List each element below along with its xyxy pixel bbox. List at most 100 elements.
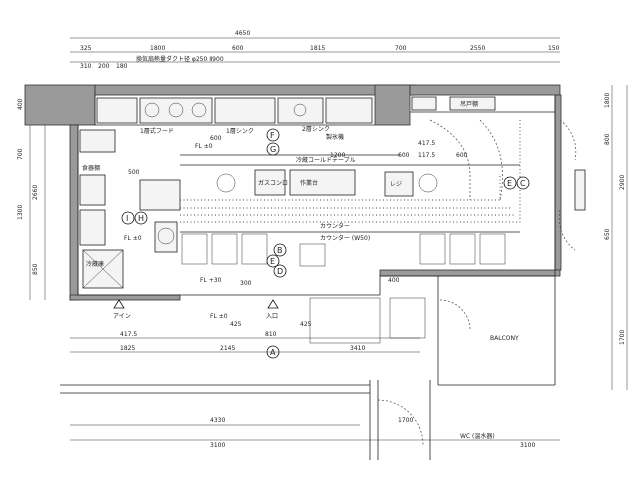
counter-area: 冷蔵コールドテーブル 作業台 ガスコンロ レジ カウンター カウンター (W50… xyxy=(180,119,521,320)
label-rack: 食器棚 xyxy=(82,164,100,172)
label-cabinet: 吊戸棚 xyxy=(460,100,478,108)
sink-round-2-icon xyxy=(216,173,236,193)
dim-bottom-1: 417.5 xyxy=(120,331,137,338)
dim-right-2: 800 xyxy=(604,133,611,145)
label-duct-note: 換気扇熱量ダクト径 φ250 Ⅱ900 xyxy=(136,55,224,63)
dim-far-1: 4330 xyxy=(210,417,225,424)
dim-top-8: 310 xyxy=(80,63,92,70)
dim-misc-7: 417.5 xyxy=(418,140,435,147)
lower-structure: 4330 3100 1700 3100 WC (温水器) xyxy=(60,380,560,460)
label-counter: カウンター xyxy=(320,222,350,230)
marker-e xyxy=(266,254,280,268)
dim-left-4: 1300 xyxy=(17,205,24,220)
marker-b xyxy=(273,243,287,257)
dim-left-2: 700 xyxy=(17,148,24,160)
burner-3-icon xyxy=(191,102,207,118)
dim-far-3: 1700 xyxy=(398,417,413,424)
dim-misc-5: 600 xyxy=(456,152,468,159)
burner-1-icon xyxy=(144,102,160,118)
dim-left-3: 2660 xyxy=(32,185,39,200)
dim-top-6: 2550 xyxy=(470,45,485,52)
cabinet-box-2 xyxy=(449,96,496,111)
marker-c-text: C xyxy=(520,179,526,188)
room-outline xyxy=(77,95,556,296)
burner-2-icon xyxy=(168,102,184,118)
marker-e2 xyxy=(503,176,517,190)
left-fixture-3 xyxy=(79,209,106,246)
entrance-area: アイン 入口 xyxy=(113,297,426,344)
work-table xyxy=(289,169,356,196)
bottom-dimensions: 417.5 425 810 425 1825 2145 3410 xyxy=(70,321,420,353)
dim-misc-1: 500 xyxy=(128,169,140,176)
dim-misc-9: 300 xyxy=(240,280,252,287)
dim-misc-6: 600 xyxy=(210,135,222,142)
marker-h-text: H xyxy=(138,214,144,223)
dim-bottom-6: 2145 xyxy=(220,345,235,352)
dim-misc-8: 400 xyxy=(388,277,400,284)
marker-e-text: E xyxy=(270,257,275,266)
dim-right-3: 2900 xyxy=(619,175,626,190)
dim-left-5: 850 xyxy=(32,263,39,275)
marker-i xyxy=(121,211,135,225)
entrance-arrow-main xyxy=(267,299,279,309)
label-fl-d: FL ±0 xyxy=(210,313,228,320)
marker-f xyxy=(266,128,280,142)
left-fixture-2 xyxy=(79,174,106,206)
label-fl-a: FL ±0 xyxy=(124,235,142,242)
cabinet-box-1 xyxy=(411,96,437,111)
marker-d xyxy=(273,264,287,278)
label-icemaker: 製氷機 xyxy=(326,133,344,141)
label-door: アイン xyxy=(113,313,131,320)
dim-top-overall: 4650 xyxy=(235,30,250,37)
dim-misc-2: 1200 xyxy=(330,152,345,159)
dim-bottom-4: 425 xyxy=(300,321,312,328)
dim-misc-4: 117.5 xyxy=(418,152,435,159)
marker-b-text: B xyxy=(277,246,283,255)
faucet-icon xyxy=(293,103,307,117)
dim-misc-3: 600 xyxy=(398,152,410,159)
icemaker xyxy=(325,97,373,124)
dim-top-7: 150 xyxy=(548,45,560,52)
marker-g xyxy=(266,142,280,156)
kitchen-equipment: 1層式フード 1層シンク 2層シンク 製氷機 吊戸棚 xyxy=(96,96,496,141)
dim-right-1: 1800 xyxy=(604,93,611,108)
left-fixture-1 xyxy=(79,129,116,153)
sink-round-icon xyxy=(418,173,438,193)
rack-unit xyxy=(154,221,178,253)
label-table: 作業台 xyxy=(300,179,318,187)
sink-1 xyxy=(214,97,276,124)
marker-d-text: D xyxy=(277,267,283,276)
label-room-note: WC (温水器) xyxy=(460,432,495,440)
label-fl-c: FL +30 xyxy=(200,277,222,284)
dim-top-9: 200 xyxy=(98,63,110,70)
dim-top-4: 1815 xyxy=(310,45,325,52)
dim-far-4: 3100 xyxy=(520,442,535,449)
dim-top-2: 1800 xyxy=(150,45,165,52)
window-panel xyxy=(574,169,586,211)
dim-bottom-5: 1825 xyxy=(120,345,135,352)
marker-i-text: I xyxy=(126,214,128,223)
dim-top-5: 700 xyxy=(395,45,407,52)
misc-dimensions: 500 1200 600 117.5 600 600 417.5 400 300 xyxy=(128,135,468,287)
balcony-area: BALCONY xyxy=(437,276,556,386)
label-hood: 1層式フード xyxy=(140,127,174,135)
prep-table xyxy=(139,179,181,211)
marker-h xyxy=(134,211,148,225)
dim-far-2: 3100 xyxy=(210,442,225,449)
right-openings xyxy=(558,119,586,251)
marker-g-text: G xyxy=(270,145,276,154)
drain-icon xyxy=(157,227,175,245)
dim-top-3: 600 xyxy=(232,45,244,52)
dim-right-4: 650 xyxy=(604,228,611,240)
hood-unit xyxy=(96,97,138,124)
cashier-box xyxy=(384,171,414,197)
marker-a-text: A xyxy=(270,348,276,357)
top-dimensions: 4650 325 1800 600 1815 700 2550 150 310 … xyxy=(70,30,560,70)
label-fl-b: FL ±0 xyxy=(195,143,213,150)
dim-bottom-3: 810 xyxy=(265,331,277,338)
marker-e2-text: E xyxy=(507,179,512,188)
label-seat: カウンター (W50) xyxy=(320,234,370,242)
right-dimensions: 1800 800 2900 650 1700 xyxy=(604,85,628,390)
label-cashier: レジ xyxy=(390,181,402,188)
